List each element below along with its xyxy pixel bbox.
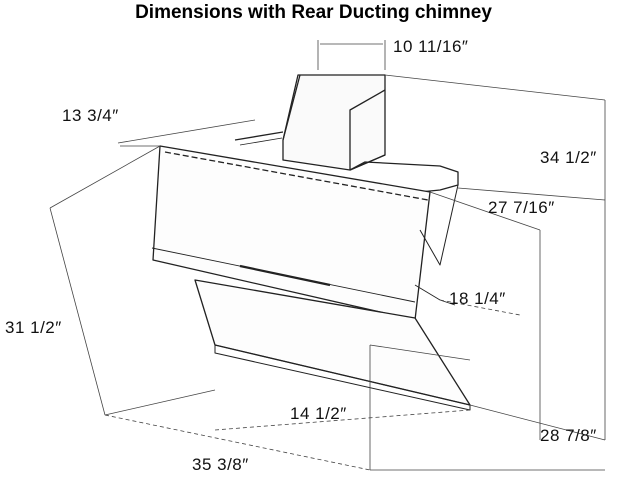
label-glass-height: 31 1/2″	[5, 318, 62, 337]
dim-line-width	[104, 409, 471, 471]
dim-line-front-height	[369, 344, 471, 470]
label-front-height: 14 1/2″	[290, 404, 347, 423]
label-depth-mid: 18 1/4″	[449, 289, 506, 308]
dim-line-glass-height	[49, 145, 216, 416]
dim-line-depth-top	[117, 119, 256, 147]
dim-line-max-height	[370, 404, 606, 471]
glass-canopy	[152, 145, 431, 321]
label-width: 35 3/8″	[192, 455, 249, 474]
top-plate	[234, 131, 459, 193]
dim-line-chimney-width	[317, 40, 386, 70]
label-total-height: 34 1/2″	[540, 148, 597, 167]
diagram-title: Dimensions with Rear Ducting chimney	[135, 2, 492, 23]
dimension-lines	[49, 40, 606, 471]
label-depth-top: 13 3/4″	[62, 106, 119, 125]
label-canopy-height: 27 7/16″	[488, 198, 555, 217]
label-max-height: 28 7/8″	[540, 426, 597, 445]
dim-line-canopy-height	[429, 191, 541, 440]
side-bracket	[419, 184, 459, 266]
label-chimney-width: 10 11/16″	[393, 37, 469, 56]
dim-line-total-height	[384, 74, 606, 440]
chimney-front-edge	[282, 74, 301, 141]
chimney-outline	[282, 74, 386, 171]
